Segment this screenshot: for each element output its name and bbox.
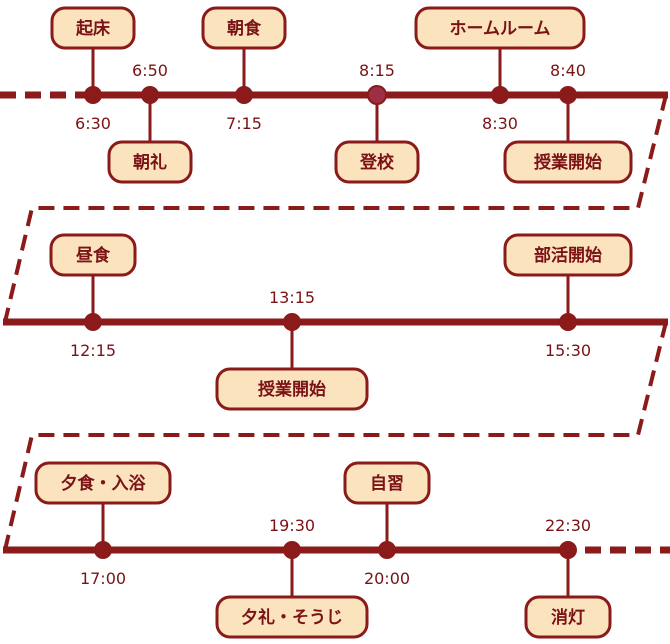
event-label: 登校 [359, 152, 395, 173]
event-dot [283, 313, 301, 331]
event-dot [559, 313, 577, 331]
event-label: 消灯 [551, 607, 585, 628]
event-time: 6:30 [75, 114, 111, 133]
event-dot [378, 541, 396, 559]
event-pill [49, 233, 137, 277]
event-label: 夕礼・そうじ [241, 607, 343, 628]
event-label: ホームルーム [450, 19, 551, 39]
event-label: 授業開始 [534, 152, 602, 173]
event-pill [50, 6, 136, 50]
event-dot [559, 541, 577, 559]
event-pill [414, 6, 586, 50]
event-dot [84, 86, 102, 104]
event-time: 22:30 [545, 516, 591, 535]
event-dot [559, 86, 577, 104]
event-label: 朝礼 [133, 152, 167, 173]
event-pill [503, 233, 633, 277]
event-pill [215, 367, 369, 411]
event-pill [215, 595, 369, 639]
event-pill [524, 595, 612, 639]
event-time: 19:30 [269, 516, 315, 535]
event-time: 17:00 [80, 569, 126, 588]
event-dot [84, 313, 102, 331]
event-time: 7:15 [226, 114, 262, 133]
event-time: 13:15 [269, 288, 315, 307]
event-dot [94, 541, 112, 559]
row1-row2-connector [3, 94, 668, 323]
event-label: 部活開始 [534, 245, 602, 266]
event-time: 15:30 [545, 341, 591, 360]
event-dot [235, 86, 253, 104]
event-time: 6:50 [132, 61, 168, 80]
event-time: 8:40 [550, 61, 586, 80]
event-label: 夕食・入浴 [61, 473, 147, 494]
event-pill [343, 461, 431, 505]
event-label: 昼食 [76, 245, 111, 266]
event-dot [367, 85, 387, 105]
event-time: 20:00 [364, 569, 410, 588]
event-label: 起床 [75, 18, 111, 39]
event-pill [334, 140, 420, 184]
event-label: 朝食 [227, 18, 262, 39]
event-dot [491, 86, 509, 104]
event-pill [201, 6, 287, 50]
event-pill [34, 461, 172, 505]
event-dot [283, 541, 301, 559]
event-pill [107, 140, 193, 184]
event-time: 8:15 [359, 61, 395, 80]
event-dot [141, 86, 159, 104]
event-time: 12:15 [70, 341, 116, 360]
event-pill [503, 140, 633, 184]
event-label: 自習 [370, 473, 404, 494]
row2-row3-connector [3, 321, 668, 551]
event-time: 8:30 [482, 114, 518, 133]
event-label: 授業開始 [258, 379, 326, 400]
